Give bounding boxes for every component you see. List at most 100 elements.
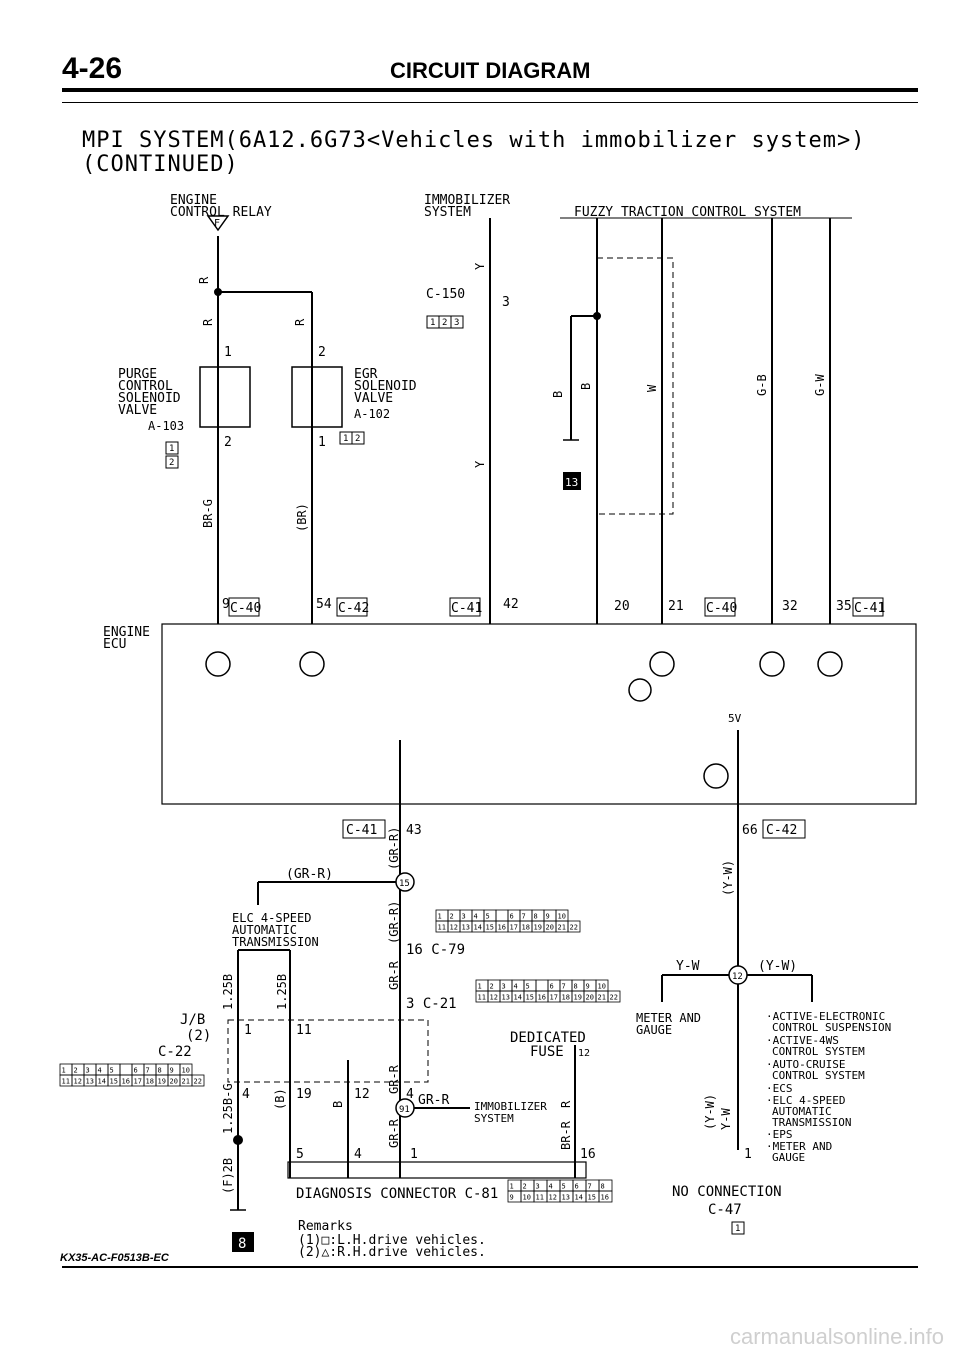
wire-y2: Y bbox=[473, 460, 487, 468]
pin-number: 4 bbox=[549, 1183, 553, 1191]
pin-cell bbox=[567, 920, 581, 933]
pin-number: 13 bbox=[502, 994, 510, 1002]
pin-number: 8 bbox=[574, 983, 578, 991]
wire-r2: R bbox=[201, 318, 215, 326]
pin-number: 12 bbox=[450, 924, 458, 932]
pin-42: 42 bbox=[503, 597, 519, 612]
right-list-item: AUTOMATIC bbox=[772, 1105, 832, 1118]
wire-grr-label: (GR-R) bbox=[387, 901, 401, 944]
wire-grr-arrow: GR-R bbox=[418, 1093, 449, 1108]
connector-c47: C-47 bbox=[708, 1202, 742, 1218]
pin-9: 9 bbox=[222, 597, 230, 612]
pin-11: 11 bbox=[296, 1023, 312, 1038]
connector-c42b: C-42 bbox=[766, 823, 797, 838]
wire-gw: G-W bbox=[813, 374, 827, 396]
pin-5: 5 bbox=[296, 1147, 304, 1162]
pin-cell bbox=[535, 979, 549, 992]
connector-c40: C-40 bbox=[230, 601, 261, 616]
wire-w: W bbox=[645, 384, 659, 392]
pin-number: 3 bbox=[462, 913, 466, 921]
pin-number: 21 bbox=[182, 1078, 190, 1086]
jb-label-3: C-22 bbox=[158, 1044, 192, 1060]
pin-1: 1 bbox=[224, 345, 232, 360]
pin-number: 5 bbox=[110, 1067, 114, 1075]
right-list-item: ·EPS bbox=[766, 1128, 793, 1141]
wire-r3: R bbox=[293, 318, 307, 326]
pin-2b: 2 bbox=[224, 435, 232, 450]
wire-b2: B bbox=[579, 383, 593, 390]
dedicated-2: FUSE bbox=[530, 1044, 564, 1060]
pin-54: 54 bbox=[316, 597, 332, 612]
pin-number: 10 bbox=[558, 913, 566, 921]
pin-number: 21 bbox=[598, 994, 606, 1002]
pin-number: 15 bbox=[486, 924, 494, 932]
pin-number: 10 bbox=[523, 1194, 531, 1202]
pin-number: 11 bbox=[62, 1078, 70, 1086]
pin-number: 6 bbox=[575, 1183, 579, 1191]
pin-number: 17 bbox=[134, 1078, 142, 1086]
label-purge-1: PURGE bbox=[118, 367, 157, 382]
label-egr-3: VALVE bbox=[354, 391, 393, 406]
pin-number: 8 bbox=[601, 1183, 605, 1191]
pin-number: 19 bbox=[534, 924, 542, 932]
pin-box-label: 2 bbox=[169, 458, 174, 468]
pin-cell bbox=[191, 1074, 205, 1087]
pin-number: 20 bbox=[546, 924, 554, 932]
right-system-list: ·ACTIVE-ELECTRONIC CONTROL SUSPENSION ·A… bbox=[766, 1010, 891, 1164]
pin-number: 9 bbox=[586, 983, 590, 991]
pin-35: 35 bbox=[836, 599, 852, 614]
wire-brg: BR-G bbox=[201, 499, 215, 528]
connector-c42: C-42 bbox=[338, 601, 369, 616]
diagram-subtitle: (CONTINUED) bbox=[82, 152, 239, 177]
wire-r1: R bbox=[197, 276, 211, 284]
diagnosis-connector: DIAGNOSIS CONNECTOR C-81 bbox=[296, 1186, 498, 1202]
badge-8: 8 bbox=[238, 1236, 246, 1252]
splice-12: 12 bbox=[732, 972, 743, 982]
wire-125bg: 1.25B-G bbox=[221, 1083, 235, 1134]
pin-box-a103: 1 2 bbox=[165, 441, 179, 469]
label-c150: C-150 bbox=[426, 287, 465, 302]
wire-f2b: (F)2B bbox=[221, 1158, 235, 1194]
pin-box-label: 1 bbox=[430, 318, 435, 328]
pin-number: 12 bbox=[490, 994, 498, 1002]
pin-number: 5 bbox=[562, 1183, 566, 1191]
pin-number: 8 bbox=[534, 913, 538, 921]
pin-number: 4 bbox=[474, 913, 478, 921]
label-purge-4: VALVE bbox=[118, 403, 157, 418]
pin-box-label: 3 bbox=[454, 318, 459, 328]
pin-number: 11 bbox=[438, 924, 446, 932]
pin-1c: 1 bbox=[244, 1023, 252, 1038]
label-purge-2: CONTROL bbox=[118, 379, 173, 394]
pin-1e: 1 bbox=[744, 1147, 752, 1162]
pin-number: 7 bbox=[522, 913, 526, 921]
pin-4b: 4 bbox=[406, 1087, 414, 1102]
pin-number: 2 bbox=[523, 1183, 527, 1191]
pin-number: 1 bbox=[478, 983, 482, 991]
right-list-item: CONTROL SYSTEM bbox=[772, 1045, 865, 1058]
label-egr-1: EGR bbox=[354, 367, 378, 382]
wire-br: (BR) bbox=[295, 503, 309, 532]
label-5v: 5V bbox=[728, 712, 742, 725]
pin-number: 21 bbox=[558, 924, 566, 932]
jb-label-1: J/B bbox=[180, 1012, 205, 1028]
wire-brr: BR-R bbox=[559, 1120, 573, 1150]
pin-box-label: 1 bbox=[343, 434, 348, 444]
label-egr-2: SOLENOID bbox=[354, 379, 417, 394]
wire-grr-paren: (GR-R) bbox=[286, 867, 333, 882]
pin-number: 17 bbox=[550, 994, 558, 1002]
elc-1: ELC 4-SPEED bbox=[232, 911, 311, 925]
pin-number: 5 bbox=[526, 983, 530, 991]
pin-cell bbox=[598, 1190, 613, 1203]
pin-number: 10 bbox=[598, 983, 606, 991]
section-title: CIRCUIT DIAGRAM bbox=[390, 58, 591, 83]
pin-number: 6 bbox=[134, 1067, 138, 1075]
remarks-line-2: (2)△:R.H.drive vehicles. bbox=[298, 1245, 486, 1260]
header-rule bbox=[62, 88, 918, 92]
pin-3: 3 bbox=[502, 295, 510, 310]
pin-number: 16 bbox=[498, 924, 506, 932]
badge-8-bg bbox=[232, 1232, 254, 1252]
badge-13-bg bbox=[563, 472, 581, 490]
